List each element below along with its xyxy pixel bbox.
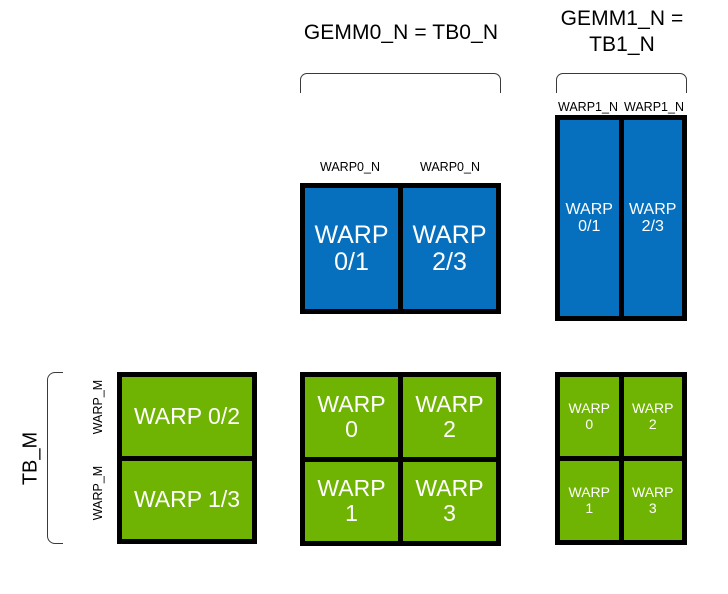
right-green-cell-3[interactable]: WARP 3 [623, 461, 682, 540]
gemm0-warp-cell-0[interactable]: WARP 0/1 [305, 188, 398, 309]
mid-green-cell-2[interactable]: WARP 2 [403, 377, 496, 457]
right-green-row-top: WARP 0 WARP 2 [560, 377, 682, 456]
left-green-block: WARP 0/2 WARP 1/3 [117, 372, 257, 544]
right-green-row-bottom: WARP 1 WARP 3 [560, 461, 682, 540]
mid-green-cell-3[interactable]: WARP 3 [403, 461, 496, 541]
tb-m-axis-label: TB_M [19, 431, 42, 486]
mid-green-row-bottom: WARP 1 WARP 3 [305, 461, 496, 541]
tick-warp-m-top: WARP_M [91, 379, 105, 435]
gemm0-n-bracket [300, 73, 501, 93]
mid-green-row-top: WARP 0 WARP 2 [305, 377, 496, 457]
tick-warp0-n-left: WARP0_N [320, 160, 380, 174]
right-green-cell-2[interactable]: WARP 2 [623, 377, 682, 456]
tick-warp1-n-right: WARP1_N [624, 100, 684, 114]
right-green-cell-0[interactable]: WARP 0 [560, 377, 619, 456]
mid-green-block: WARP 0 WARP 2 WARP 1 WARP 3 [300, 372, 501, 546]
gemm1-blue-block: WARP 0/1 WARP 2/3 [555, 115, 687, 321]
gemm1-warp-cell-1[interactable]: WARP 2/3 [623, 120, 682, 316]
tick-warp1-n-left: WARP1_N [558, 100, 618, 114]
gemm1-group-title: GEMM1_N = TB1_N [560, 7, 684, 56]
gemm0-group-title: GEMM0_N = TB0_N [303, 21, 499, 44]
tick-warp-m-bottom: WARP_M [91, 465, 105, 521]
mid-green-cell-0[interactable]: WARP 0 [305, 377, 398, 457]
left-green-cell-0[interactable]: WARP 0/2 [122, 377, 252, 456]
tick-warp0-n-right: WARP0_N [420, 160, 480, 174]
gemm1-warp-cell-0[interactable]: WARP 0/1 [560, 120, 619, 316]
gemm0-warp-cell-1[interactable]: WARP 2/3 [403, 188, 496, 309]
tb-m-bracket [47, 372, 63, 544]
gemm1-n-bracket [556, 73, 687, 93]
left-green-cell-1[interactable]: WARP 1/3 [122, 460, 252, 539]
right-green-block: WARP 0 WARP 2 WARP 1 WARP 3 [555, 372, 687, 545]
gemm0-blue-block: WARP 0/1 WARP 2/3 [300, 183, 501, 314]
right-green-cell-1[interactable]: WARP 1 [560, 461, 619, 540]
mid-green-cell-1[interactable]: WARP 1 [305, 461, 398, 541]
